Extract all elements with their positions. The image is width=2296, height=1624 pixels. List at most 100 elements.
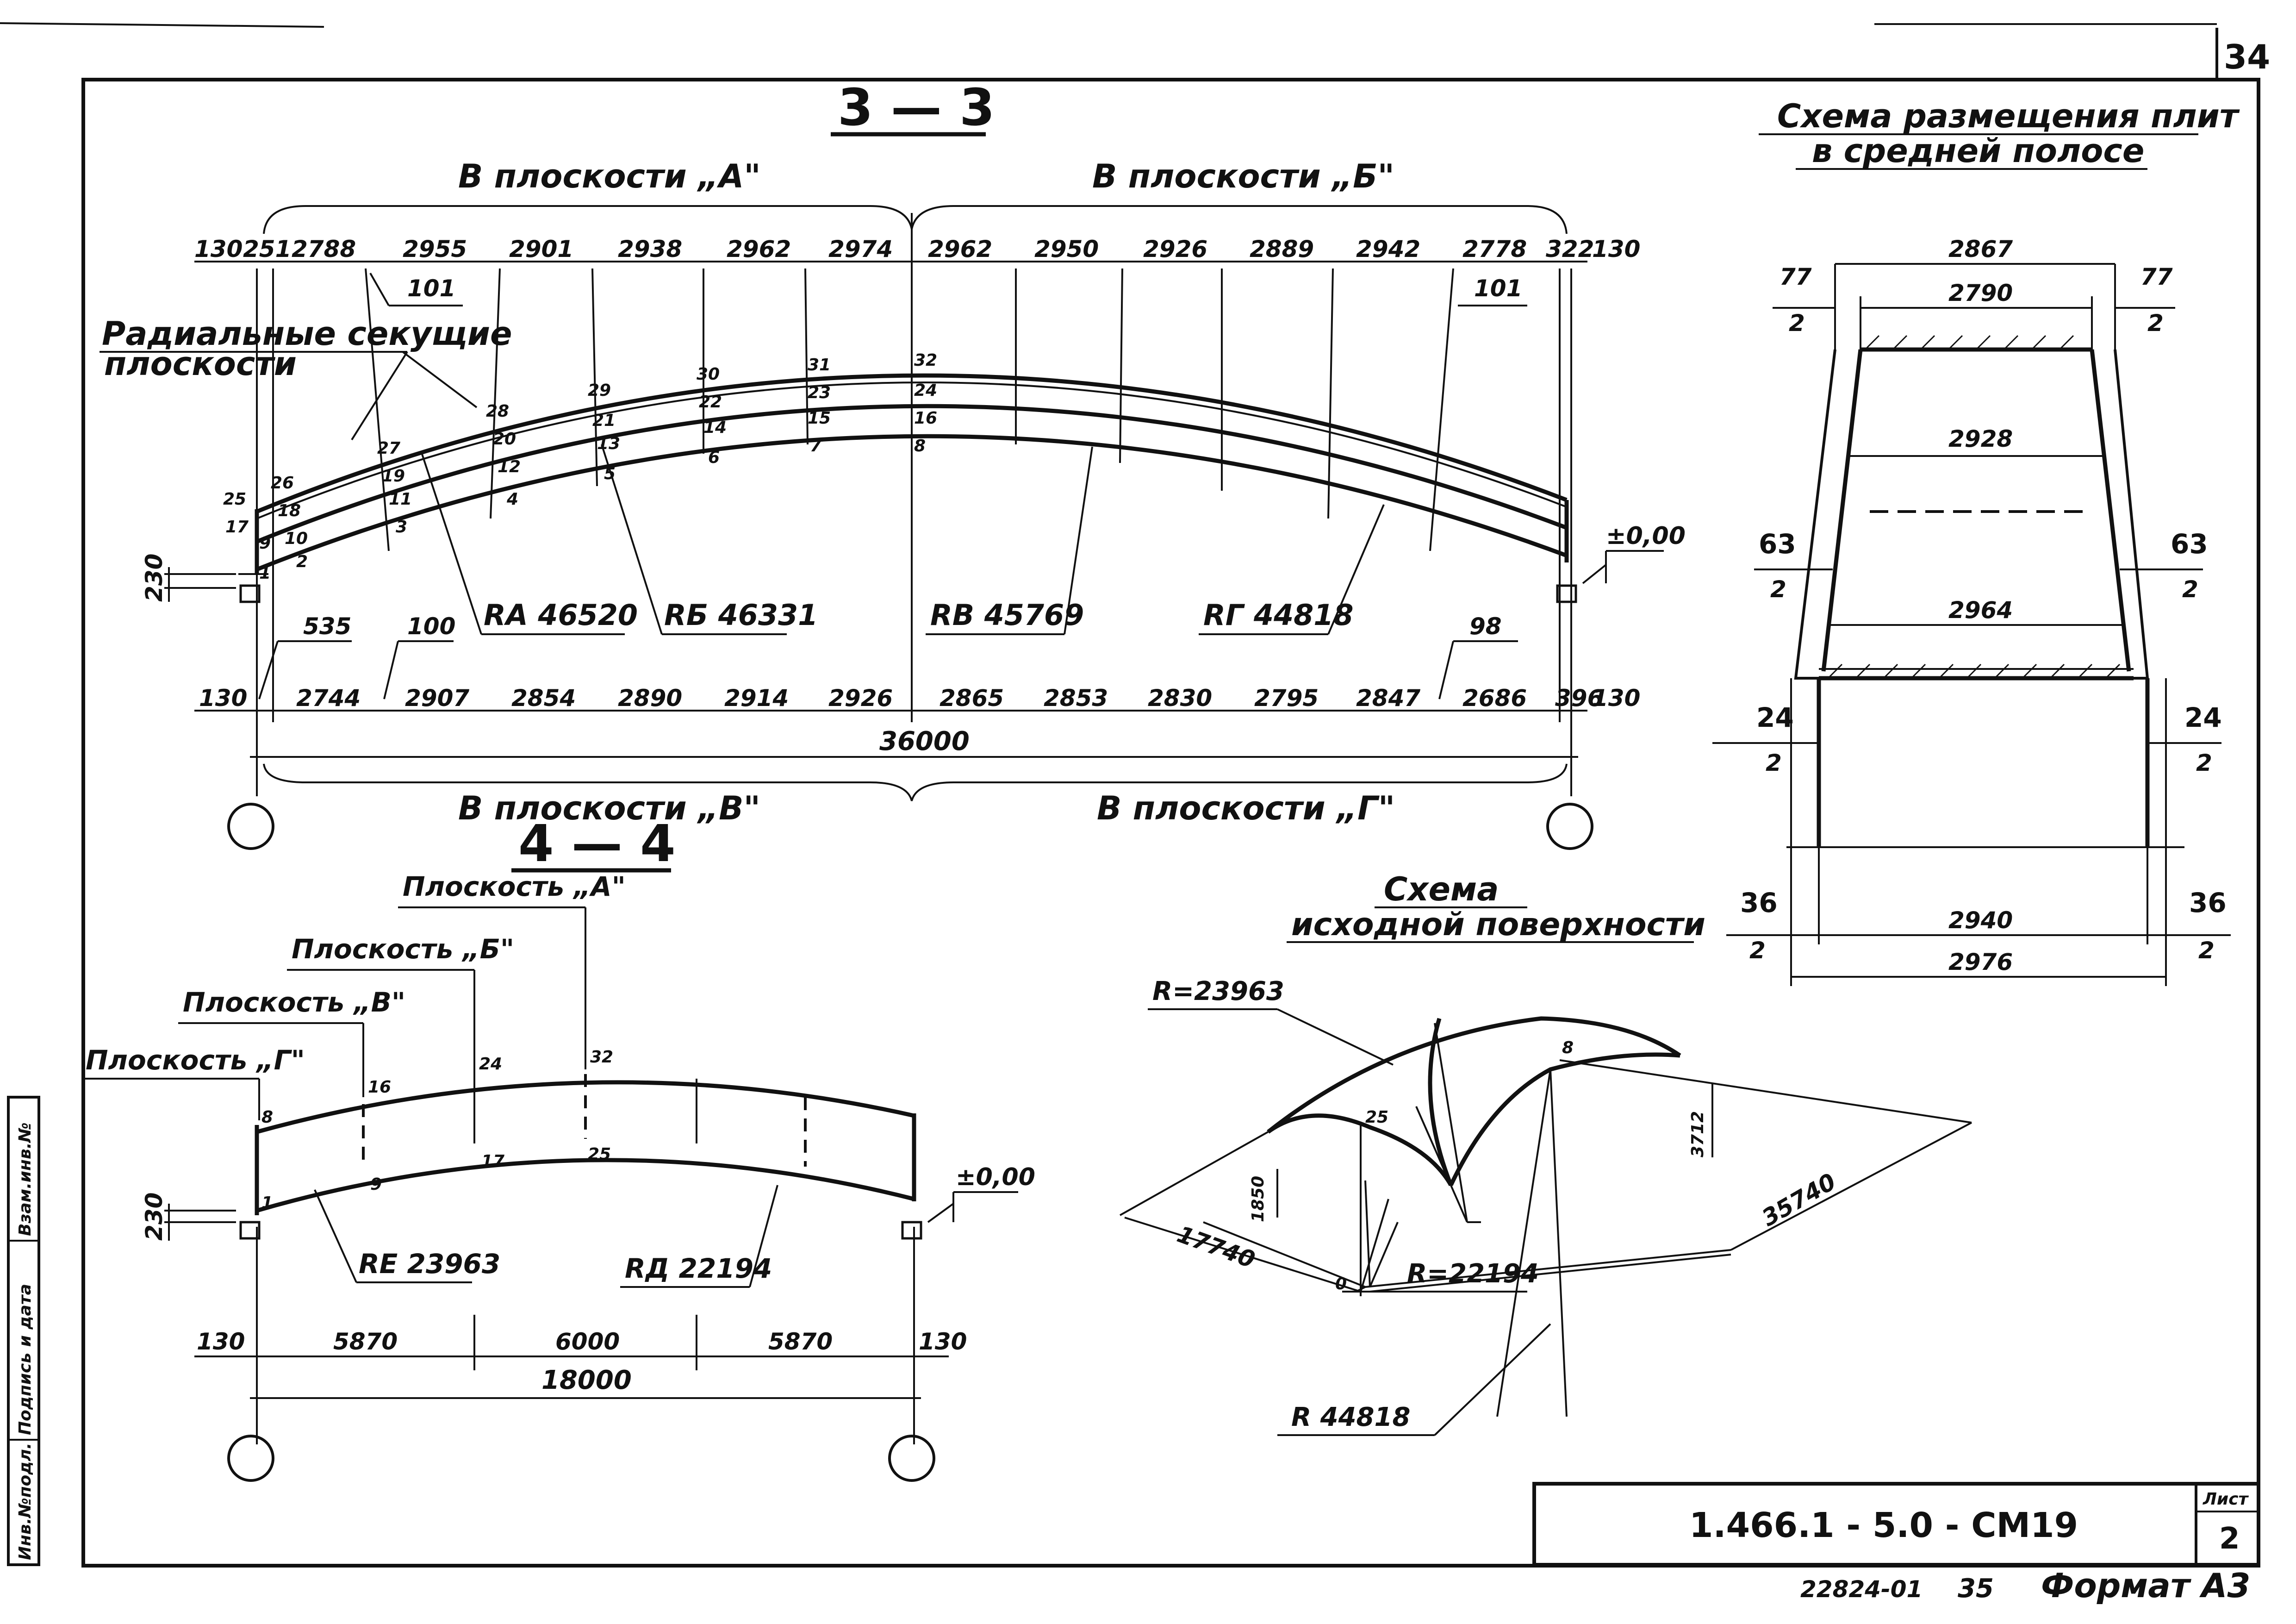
node44-1: 1 [261,1193,273,1212]
svg-text:16: 16 [914,409,937,428]
svg-text:7: 7 [810,437,821,456]
top-dim-9: 2950 [1034,236,1099,262]
half-63-left: 2 [1770,576,1786,603]
top-dim-15: 130 [1592,236,1640,262]
surface-dim-3712: 3712 [1688,1111,1707,1157]
drawing-frame [0,22,2260,1568]
bottom-dim-8: 2853 [1044,685,1108,712]
bottom-dim-2: 2907 [405,685,469,712]
plane-b-label: В плоскости „Б" [1092,157,1394,195]
radius-a: RА 46520 [484,598,638,632]
svg-text:11: 11 [389,490,412,509]
half-77-left: 2 [1789,310,1805,337]
sheet-label: Лист [2203,1490,2249,1509]
slab-title-2: в средней полосе [1812,132,2144,170]
gap-36-right: 36 [2189,887,2227,918]
surface-dim-35740: 35740 [1757,1168,1841,1231]
top-dim-2: 2788 [292,236,356,262]
plane-g-44: Плоскость „Г" [86,1044,305,1076]
top-dim-14: 322 [1546,236,1594,262]
svg-text:19: 19 [382,467,405,486]
title-block: 1.466.1 - 5.0 - СМ19 Лист 2 22824-01 35 … [1532,1482,2260,1605]
stamp-number: 35 [1958,1574,1994,1604]
svg-text:29: 29 [588,381,611,400]
svg-text:23: 23 [808,383,831,402]
top-dim-4: 2901 [509,236,573,262]
surface-node-0: 0 [1335,1274,1347,1293]
svg-text:13: 13 [597,434,620,453]
svg-text:31: 31 [808,356,831,375]
radial-label-1: Радиальные секущие [102,315,512,353]
surface-r-44818: R 44818 [1291,1402,1410,1432]
slab-w-2790: 2790 [1948,280,2013,306]
scheme-slab-layout: Схема размещения плит в средней полосе 2 [1712,97,2240,986]
slab-w-2940: 2940 [1948,907,2013,934]
bottom-dim-11: 2847 [1356,685,1420,712]
gap-36-left: 36 [1740,887,1778,918]
slab-title-1: Схема размещения плит [1777,97,2240,135]
gap-63-right: 63 [2171,528,2208,560]
bottom-dim-5: 2914 [724,685,789,712]
plane-v-label: В плоскости „В" [458,789,760,827]
dim-230-44: 230 [141,1193,168,1241]
svg-text:21: 21 [592,411,616,430]
level-33: ±0,00 [1606,522,1686,550]
half-77-right: 2 [2147,310,2164,337]
gap-24-right: 24 [2184,702,2222,733]
svg-text:24: 24 [914,381,937,400]
bottom-dim-10: 2795 [1254,685,1319,712]
gap-77-left: 77 [1780,263,1812,290]
top-dim-6: 2962 [727,236,791,262]
total-18000: 18000 [541,1365,632,1395]
bottom-dim-13: 396 [1555,685,1603,712]
svg-text:4: 4 [506,490,518,509]
format-label: Формат А3 [2041,1566,2250,1605]
surface-dim-1850: 1850 [1249,1176,1268,1222]
slab-w-2928: 2928 [1948,425,2013,452]
plane-a-label: В плоскости „А" [458,157,761,195]
svg-text:27: 27 [377,439,400,458]
surface-title-1: Схема [1384,870,1499,908]
slab-hatching [1827,335,2121,679]
node44-8: 8 [261,1108,273,1127]
top-dim-3: 2955 [403,236,467,262]
bottom-dim-9: 2830 [1148,685,1212,712]
radial-label-2: плоскости [104,345,297,383]
svg-text:25: 25 [223,490,246,509]
bottom-dim-0: 130 [199,685,247,712]
svg-text:12: 12 [498,457,521,476]
svg-text:9: 9 [259,534,271,553]
svg-text:26: 26 [271,474,294,493]
dim-101-right: 101 [1474,275,1522,302]
top-dim-10: 2926 [1143,236,1207,262]
plane-v-44: Плоскость „В" [183,987,405,1018]
half-36-right: 2 [2198,937,2215,964]
stamp-replace-inv: Взам.инв.№ [16,1122,35,1236]
surface-dim-17740: 17740 [1174,1221,1258,1274]
section-3-3-title: 3 — 3 [838,78,995,137]
sheet-number: 2 [2219,1522,2240,1556]
dim-535: 535 [303,613,351,640]
sheet-code: 1.466.1 - 5.0 - СМ19 [1689,1505,2078,1545]
section-4-4: 4 — 4 Плоскость „А" Плоскость „Б" Плоско… [83,814,1035,1482]
svg-text:22: 22 [699,393,722,412]
stamp-inv-no: Инв.№подл. [16,1443,35,1561]
dim-100: 100 [407,613,455,640]
node44-16: 16 [368,1078,391,1097]
plane-a-44: Плоскость „А" [403,871,626,902]
slab-w-2964: 2964 [1948,597,2013,624]
bottom-dim-1: 2744 [296,685,361,712]
plane-g-label: В плоскости „Г" [1097,789,1395,827]
dim-44-3: 5870 [768,1328,833,1355]
radius-g: RГ 44818 [1203,598,1354,632]
svg-text:30: 30 [697,365,720,384]
page-number: 34 [2224,37,2270,76]
node44-24: 24 [479,1055,502,1074]
dim-101-left: 101 [407,275,455,302]
surface-title-2: исходной поверхности [1291,906,1705,943]
bottom-dim-12: 2686 [1462,685,1527,712]
node44-17: 17 [481,1152,504,1171]
slab-w-2867: 2867 [1948,236,2013,262]
